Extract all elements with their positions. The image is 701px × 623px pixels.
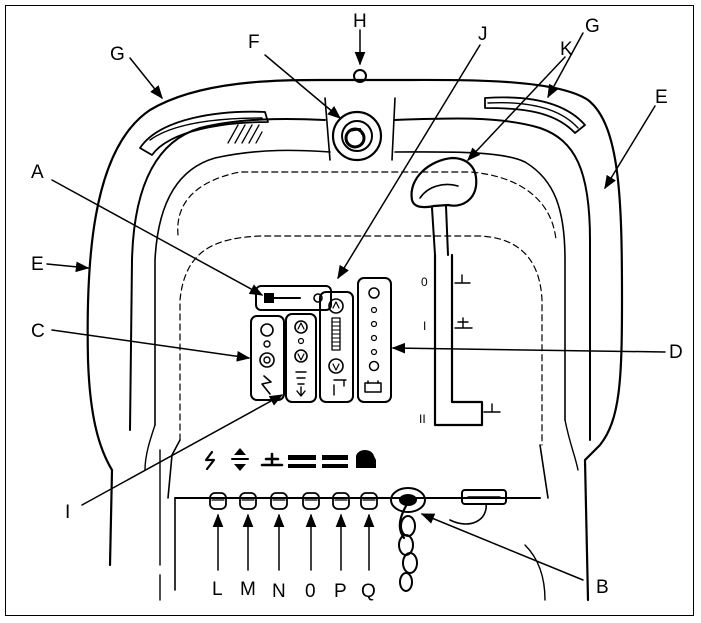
- diagram-frame: [5, 5, 694, 616]
- label-l: L: [212, 579, 223, 600]
- grip-pad-left: [139, 110, 269, 156]
- label-c: C: [31, 321, 45, 342]
- indicator-panel-d: [357, 277, 392, 403]
- label-f: F: [248, 32, 260, 53]
- mount-screw: [353, 69, 367, 83]
- travel-lever[interactable]: [410, 156, 478, 256]
- lever-position-0: 0: [421, 275, 428, 289]
- handle-outer: [86, 78, 624, 602]
- lever-position-symbols: [454, 274, 501, 413]
- ledge-bracket: [449, 489, 546, 601]
- indicator-panel-c: [250, 315, 285, 401]
- grip-pad-right: [484, 96, 586, 134]
- callout-lines: [46, 29, 666, 581]
- switch-n[interactable]: [270, 492, 288, 510]
- plug-indicator-panel: [255, 285, 332, 311]
- emergency-stop-button[interactable]: [331, 110, 383, 162]
- label-e-right: E: [655, 87, 668, 108]
- label-e-left: E: [31, 254, 44, 275]
- label-j: J: [478, 24, 488, 45]
- switch-p[interactable]: [332, 492, 350, 510]
- label-m: M: [240, 579, 256, 600]
- center-rail: [324, 97, 396, 161]
- lever-position-2: II: [419, 412, 426, 426]
- switch-q[interactable]: [360, 492, 378, 510]
- lever-position-1: I: [423, 319, 426, 333]
- indicator-panel-j: [319, 291, 354, 403]
- switch-0[interactable]: [302, 492, 320, 510]
- lever-gate: [433, 253, 484, 427]
- label-a: A: [31, 162, 44, 183]
- label-h: H: [353, 11, 367, 32]
- switch-m[interactable]: [239, 492, 257, 510]
- switch-l[interactable]: [209, 492, 227, 510]
- label-d: D: [669, 342, 683, 363]
- indicator-panel-i: [285, 313, 317, 403]
- label-0: 0: [305, 581, 316, 602]
- label-b: B: [596, 577, 609, 598]
- label-n: N: [272, 581, 286, 602]
- key-switch[interactable]: [390, 487, 426, 592]
- label-g-right: G: [585, 16, 600, 37]
- label-k: K: [560, 39, 573, 60]
- label-p: P: [334, 581, 347, 602]
- hatch-mark: [227, 124, 263, 144]
- label-i: I: [65, 502, 70, 523]
- label-g-left: G: [110, 44, 125, 65]
- switch-symbol-strip: [204, 448, 376, 471]
- label-q: Q: [361, 581, 376, 602]
